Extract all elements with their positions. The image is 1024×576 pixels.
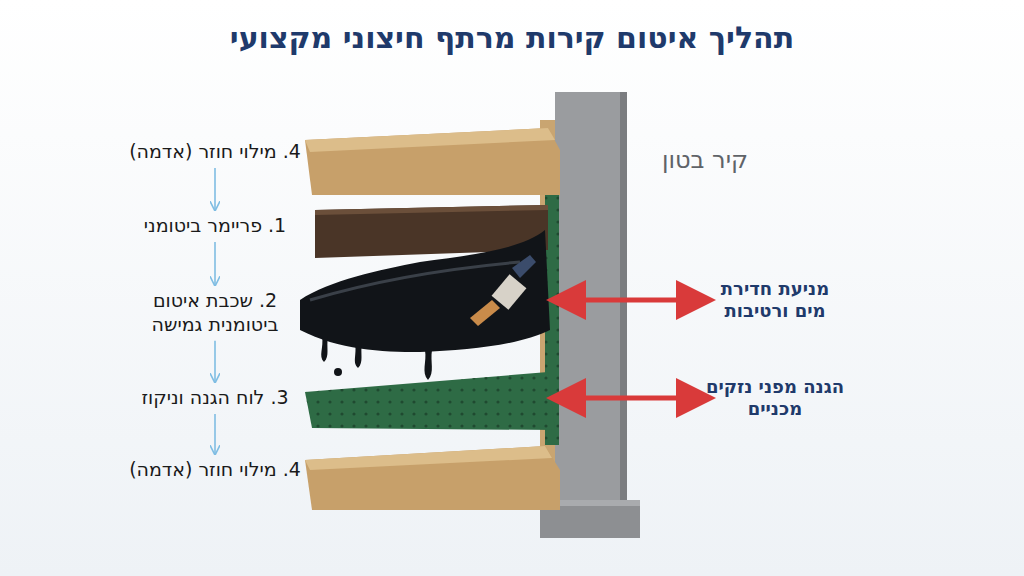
flow-arrow xyxy=(214,168,216,210)
step-label: 2. שכבת איטום ביטומנית גמישה xyxy=(120,289,310,337)
step-label: 4. מילוי חוזר (אדמה) xyxy=(85,458,345,482)
step-label: 4. מילוי חוזר (אדמה) xyxy=(85,140,345,164)
step-text: 1. פריימר ביטומני xyxy=(85,214,345,238)
callout-text: הגנה מפני נזקים מכניים xyxy=(705,376,845,421)
step-text: 4. מילוי חוזר (אדמה) xyxy=(85,140,345,164)
step-text: 4. מילוי חוזר (אדמה) xyxy=(85,458,345,482)
flow-arrow xyxy=(214,242,216,285)
step-label: 3. לוח הגנה וניקוז xyxy=(85,386,345,410)
step-text: 3. לוח הגנה וניקוז xyxy=(85,386,345,410)
flow-arrow xyxy=(214,414,216,454)
callout-text: מניעת חדירת מים ורטיבות xyxy=(705,278,845,323)
wall-label: קיר בטון xyxy=(630,145,780,175)
diagram-title: תהליך איטום קירות מרתף חיצוני מקצועי xyxy=(0,20,1024,55)
step-text: 2. שכבת איטום ביטומנית גמישה xyxy=(120,289,310,337)
flow-arrow xyxy=(214,341,216,382)
step-label: 1. פריימר ביטומני xyxy=(85,214,345,238)
